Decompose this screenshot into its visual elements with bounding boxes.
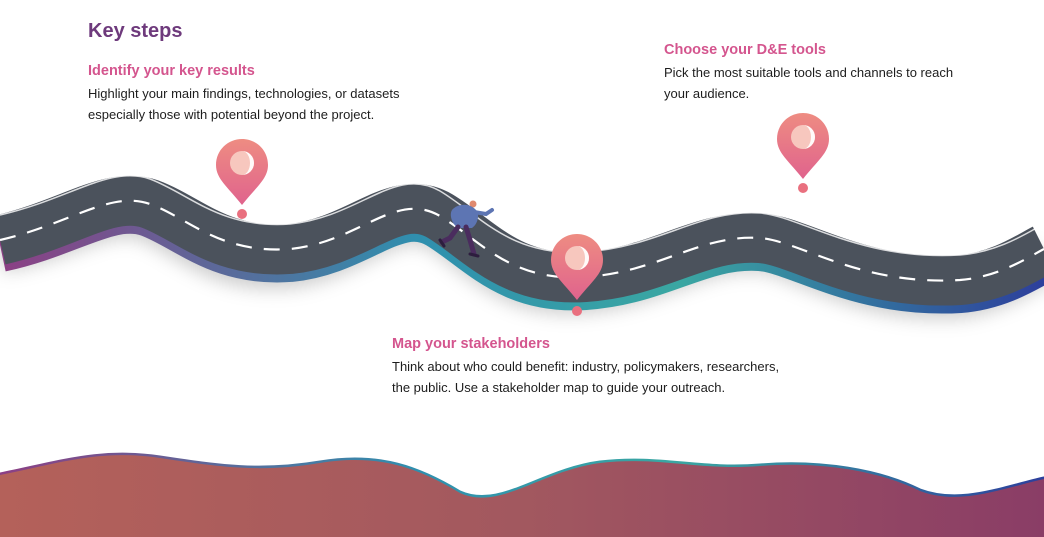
step-map-stakeholders: Map your stakeholders Think about who co… <box>392 336 782 398</box>
road-centerline <box>0 199 1044 282</box>
hills <box>0 455 1044 537</box>
map-pin-icon <box>777 113 829 193</box>
page-title: Key steps <box>88 20 183 42</box>
step-identify-results: Identify your key results Highlight your… <box>88 63 418 125</box>
hills-outline <box>0 452 1044 537</box>
road-rim <box>0 174 1044 257</box>
step-title: Identify your key results <box>88 63 255 79</box>
runner-figure <box>438 200 494 258</box>
step-choose-tools: Choose your D&E tools Pick the most suit… <box>664 42 964 104</box>
step-description: Highlight your main findings, technologi… <box>88 86 400 122</box>
map-pin-icon <box>551 234 603 316</box>
step-description: Pick the most suitable tools and channel… <box>664 65 954 101</box>
step-title: Choose your D&E tools <box>664 42 826 58</box>
step-title: Map your stakeholders <box>392 336 550 352</box>
step-description: Think about who could benefit: industry,… <box>392 359 780 395</box>
map-pin-icon <box>216 139 268 219</box>
